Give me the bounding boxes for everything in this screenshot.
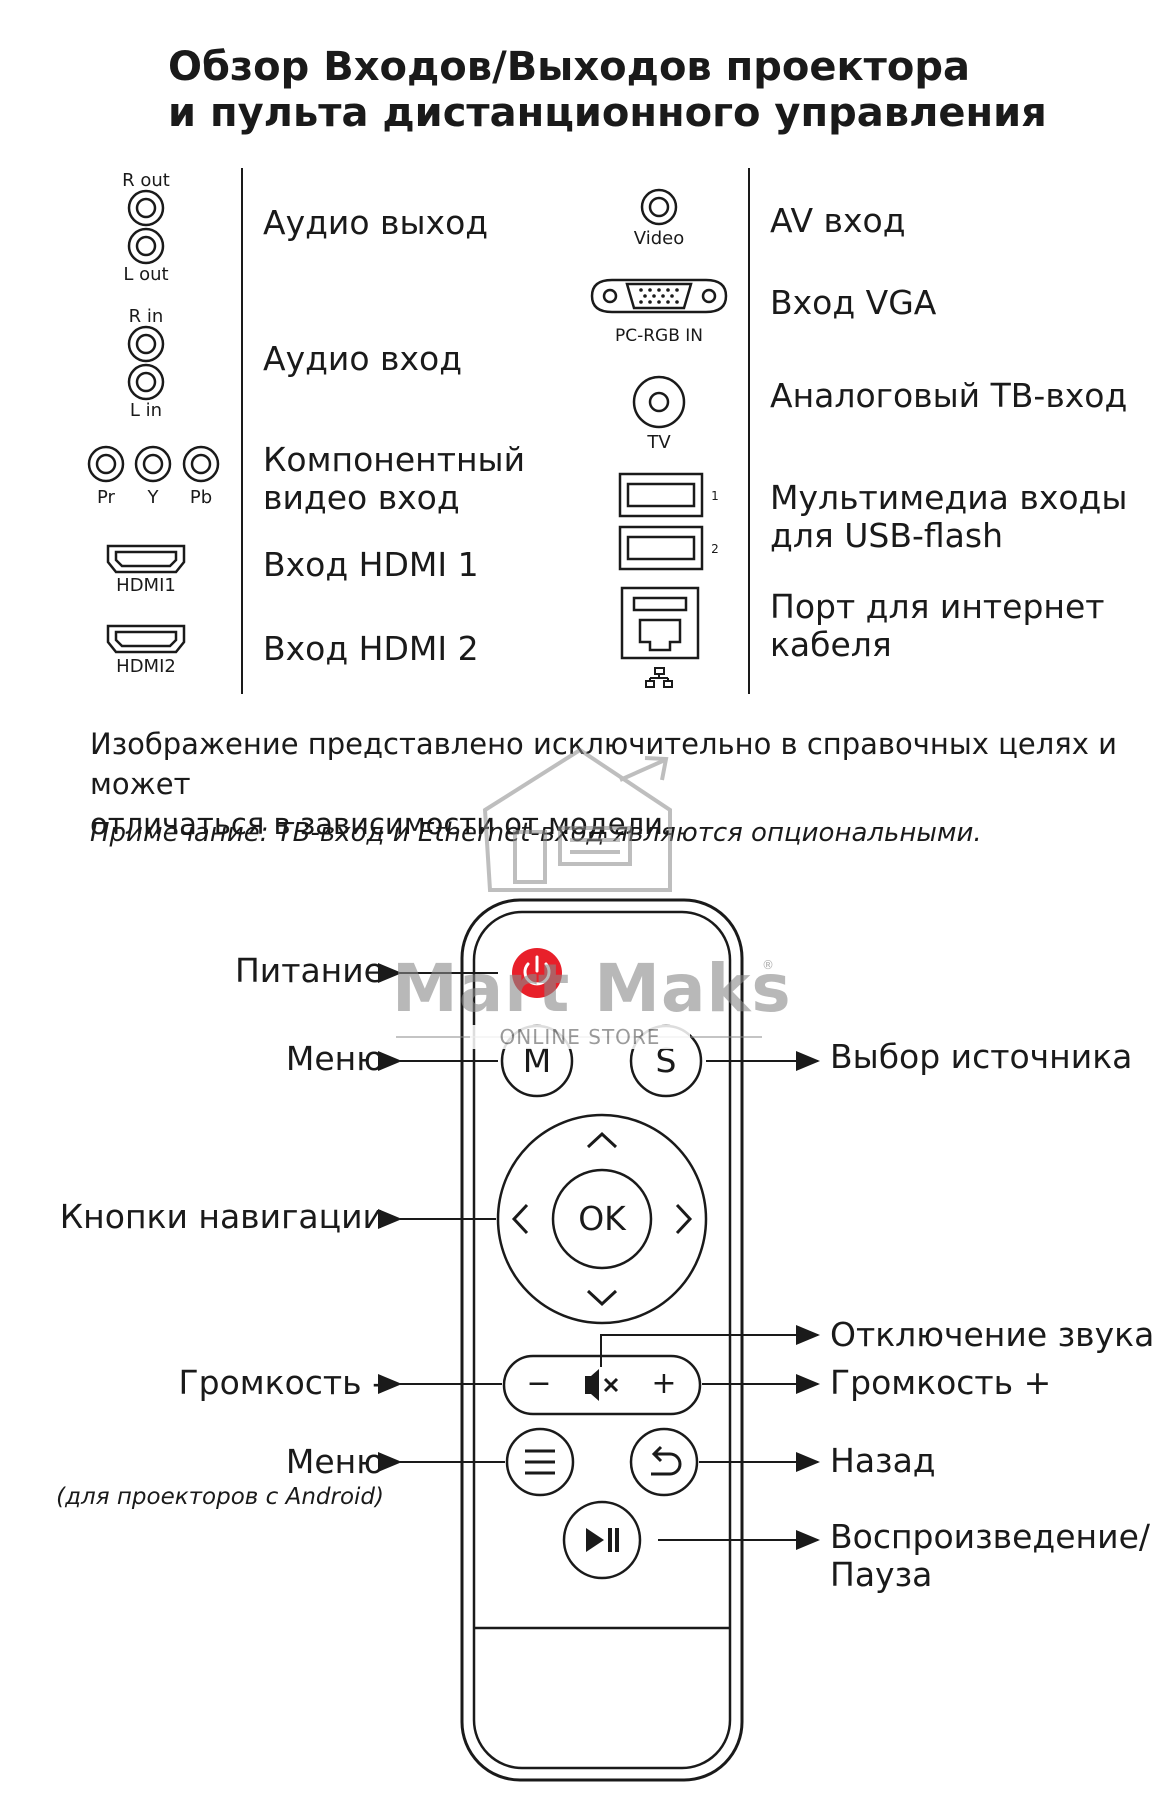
lan-line-1: Порт для интернет — [770, 587, 1105, 626]
l-out-tag: L out — [123, 264, 169, 285]
nav-left-icon — [511, 1203, 529, 1235]
nav-down-icon — [586, 1289, 618, 1307]
page-title: Обзор Входов/Выходов проектора и пульта … — [168, 44, 1047, 136]
tv-in-label: Аналоговый ТВ-вход — [770, 376, 1128, 415]
l-in-tag: L in — [129, 400, 163, 421]
usb2-tag: 2 — [711, 542, 719, 556]
play-pause-label: Воспроизведение/ Пауза — [830, 1518, 1150, 1594]
hamburger-icon — [525, 1449, 555, 1475]
usb1-port-icon — [618, 472, 704, 518]
audio-in-jacks-icon — [127, 325, 165, 401]
tv-tag: TV — [647, 432, 671, 453]
r-in-tag: R in — [128, 306, 164, 327]
remote-diagram — [378, 898, 820, 1782]
leader-mute — [600, 1325, 820, 1367]
av-in-label: AV вход — [770, 201, 906, 240]
disclaimer: Изображение представлено исключительно в… — [90, 724, 1120, 844]
remote-body-outer — [460, 898, 744, 1782]
android-menu-button[interactable] — [505, 1427, 575, 1497]
pr-tag: Pr — [97, 487, 115, 508]
r-out-tag: R out — [122, 170, 170, 191]
hdmi1-port-icon — [106, 544, 186, 574]
hdmi2-tag: HDMI2 — [116, 656, 176, 677]
usb-label: Мультимедиа входы для USB-flash — [770, 479, 1127, 555]
vga-tag: PC-RGB IN — [614, 326, 704, 346]
watermark-sub: ONLINE STORE — [470, 1025, 690, 1049]
power-label: Питание — [234, 951, 384, 990]
navigation-pad[interactable] — [496, 1113, 708, 1325]
hdmi1-tag: HDMI1 — [116, 575, 176, 596]
usb1-tag: 1 — [711, 489, 719, 503]
component-label: Компонентный видео вход — [263, 441, 525, 517]
hdmi2-port-icon — [106, 624, 186, 654]
ports-diagram — [87, 168, 750, 694]
vol-up-label: Громкость + — [830, 1363, 1052, 1402]
watermark-brand: Mart Maks — [392, 950, 792, 1027]
volume-minus-label[interactable]: − — [526, 1366, 552, 1401]
power-button[interactable] — [512, 948, 562, 998]
back-button[interactable] — [629, 1427, 699, 1497]
vga-pins — [639, 288, 679, 304]
android-menu-note: (для проекторов с Android) — [56, 1484, 384, 1510]
vga-port-icon — [590, 278, 728, 314]
title-line-2: и пульта дистанционного управления — [168, 90, 1047, 136]
y-tag: Y — [147, 487, 159, 508]
hdmi2-label: Вход HDMI 2 — [263, 629, 479, 668]
title-line-1: Обзор Входов/Выходов проектора — [168, 44, 970, 90]
usb-line-1: Мультимедиа входы — [770, 478, 1128, 517]
vga-in-label: Вход VGA — [770, 283, 937, 322]
disclaimer-line-1: Изображение представлено исключительно в… — [90, 727, 1117, 801]
back-arrow-icon — [651, 1445, 682, 1476]
android-menu-label: Меню — [285, 1442, 384, 1481]
play-pause-button[interactable] — [562, 1500, 642, 1580]
network-icon — [645, 667, 673, 688]
usb-line-2: для USB-flash — [770, 516, 1004, 555]
play-pause-line-1: Воспроизведение/ — [830, 1517, 1150, 1556]
nav-up-icon — [586, 1131, 618, 1149]
component-line-2: видео вход — [263, 478, 460, 517]
component-line-1: Компонентный — [263, 440, 526, 479]
volume-plus-label[interactable]: + — [651, 1366, 677, 1401]
hdmi1-label: Вход HDMI 1 — [263, 545, 479, 584]
menu-label: Меню — [285, 1039, 384, 1078]
ok-button-label[interactable]: OK — [578, 1199, 626, 1238]
navigation-label: Кнопки навигации — [59, 1197, 384, 1236]
nav-right-icon — [675, 1203, 693, 1235]
lan-label: Порт для интернет кабеля — [770, 588, 1105, 664]
video-jack-icon — [640, 188, 678, 226]
tv-coax-icon — [632, 375, 686, 429]
pb-tag: Pb — [189, 487, 213, 508]
play-pause-icon — [586, 1528, 619, 1552]
remote-body-inner — [472, 910, 732, 1770]
audio-in-label: Аудио вход — [263, 339, 463, 378]
watermark-logo-icon — [482, 747, 672, 892]
mute-icon — [585, 1369, 619, 1401]
vol-down-label: Громкость - — [178, 1363, 385, 1402]
leader-lines — [378, 963, 820, 1550]
lan-port-icon — [620, 586, 700, 660]
audio-out-label: Аудио выход — [263, 203, 489, 242]
video-tag: Video — [633, 228, 685, 249]
audio-out-jacks-icon — [127, 189, 165, 265]
disclaimer-line-2: отличаться в зависимости от модели. — [90, 807, 673, 841]
lan-line-2: кабеля — [770, 625, 892, 664]
usb2-port-icon — [618, 525, 704, 571]
source-button-label: S — [655, 1041, 677, 1080]
mute-label: Отключение звука — [830, 1315, 1155, 1354]
back-label: Назад — [830, 1441, 936, 1480]
play-pause-line-2: Пауза — [830, 1555, 933, 1594]
watermark-registered: ® — [762, 958, 774, 972]
source-label: Выбор источника — [830, 1037, 1133, 1076]
component-jacks-icon — [87, 445, 220, 483]
